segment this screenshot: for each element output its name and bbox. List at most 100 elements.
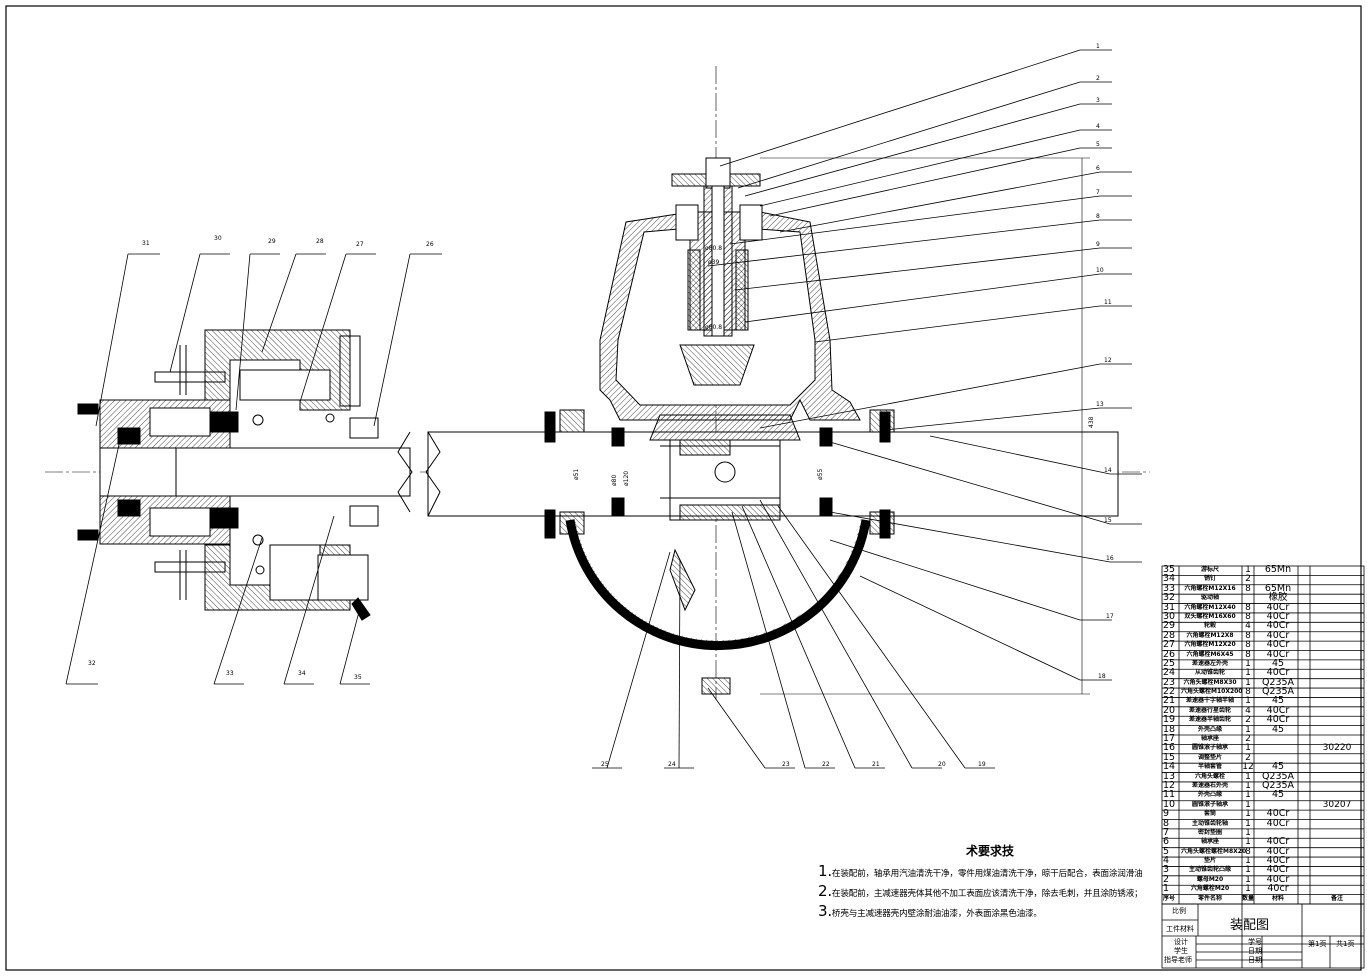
callout-24: 24 — [668, 761, 676, 768]
bom-cell: 材料 — [1271, 894, 1284, 902]
bom-cell: 主动锥齿轮轴 — [1191, 819, 1228, 827]
bom-cell: Q235A — [1261, 686, 1295, 698]
bom-cell: 1 — [1245, 809, 1251, 820]
callout-28: 28 — [316, 238, 324, 245]
bom-cell: Q235A — [1261, 676, 1295, 688]
callout-labels: 1 2 3 4 5 6 7 8 9 10 11 12 13 14 15 16 1… — [88, 43, 1114, 768]
bom-cell: 圆锥滚子轴承 — [1191, 800, 1228, 808]
bom-cell: 12 — [1242, 762, 1254, 773]
bom-cell: 34 — [1163, 573, 1176, 585]
bom-cell: 轴承座 — [1200, 838, 1219, 846]
dimension-label: ø80 — [611, 475, 618, 486]
bom-cell: 31 — [1163, 601, 1176, 613]
bom-cell: 40Cr — [1266, 864, 1290, 876]
dimension-label: ø55 — [817, 469, 824, 480]
callout-8: 8 — [1096, 213, 1100, 220]
bom-cell: 8 — [1245, 611, 1251, 622]
bom-cell: 外壳凸缘 — [1197, 725, 1222, 733]
callout-33: 33 — [226, 670, 234, 677]
bom-cell: 8 — [1245, 649, 1251, 660]
callout-32: 32 — [88, 660, 96, 667]
bom-cell: 外壳凸缘 — [1197, 791, 1222, 799]
callout-6: 6 — [1096, 165, 1100, 172]
callout-26: 26 — [426, 241, 434, 248]
bom-cell: 40Cr — [1266, 873, 1290, 885]
tech-line-2: 2.在装配前，主减速器壳体其他不加工表面应该清洗干净，除去毛刺，并且涂防锈液； — [818, 882, 1143, 900]
bom-cell: 29 — [1163, 620, 1176, 632]
bom-cell: 六角螺栓M12X8 — [1186, 631, 1234, 639]
bom-cell: 销钉 — [1203, 575, 1216, 583]
bom-cell: 圆锥滚子轴承 — [1191, 744, 1228, 752]
callout-34: 34 — [298, 670, 306, 677]
bom-cell: 驱动轴 — [1200, 594, 1219, 602]
bom-cell: 1 — [1245, 865, 1251, 876]
bom-cell: 40Cr — [1266, 610, 1290, 622]
bom-cell: 1 — [1245, 565, 1251, 575]
bom-cell: 30220 — [1322, 743, 1352, 754]
bom-cell: 22 — [1163, 686, 1176, 698]
bom-cell: 密封垫圈 — [1197, 828, 1222, 836]
bom-cell: 六角头螺栓M10X200 — [1181, 688, 1243, 696]
bom-cell: 45 — [1271, 789, 1285, 801]
drawing-title: 装配图 — [1230, 918, 1270, 933]
bom-cell: 27 — [1163, 639, 1176, 651]
bom-cell: 差速器左外壳 — [1191, 659, 1228, 667]
bom-cell: 2 — [1245, 734, 1251, 744]
design-label: 设计 — [1174, 938, 1188, 946]
bom-cell: 2 — [1245, 715, 1251, 726]
callout-21: 21 — [872, 761, 880, 768]
bom-cell: 轮毂 — [1203, 622, 1216, 630]
callout-15: 15 — [1104, 517, 1112, 524]
bom-cell: 8 — [1245, 846, 1251, 857]
bom-cell: 1 — [1245, 724, 1251, 735]
bom-cell: 4 — [1163, 855, 1170, 867]
bom-cell: 23 — [1163, 676, 1176, 688]
bom-cell: 差速器半轴齿轮 — [1188, 716, 1231, 724]
bom-grid — [1161, 565, 1365, 905]
bom-cell: 垫片 — [1203, 857, 1216, 865]
callout-7: 7 — [1096, 189, 1100, 196]
bom-cell: 17 — [1163, 733, 1176, 744]
bom-cell: 8 — [1245, 630, 1251, 641]
bom-cell: 1 — [1245, 771, 1251, 782]
leader-lines — [65, 49, 1142, 769]
sheet-total: 共1页 — [1336, 940, 1355, 948]
bom-cell: 六角螺栓M12X40 — [1184, 603, 1236, 611]
bom-cell: 25 — [1163, 657, 1176, 669]
dimension-label: ø120 — [623, 471, 630, 486]
callout-14: 14 — [1104, 467, 1112, 474]
bom-cell: 32 — [1163, 592, 1176, 604]
callout-18: 18 — [1098, 673, 1106, 680]
callout-19: 19 — [978, 761, 986, 768]
bom-cell: 65Mn — [1264, 564, 1292, 575]
callout-31: 31 — [142, 240, 150, 247]
dimension-label: ø80.8 — [705, 245, 722, 252]
bom-cell: 双头螺栓M16X60 — [1184, 612, 1236, 620]
bom-cell: 8 — [1163, 817, 1170, 829]
tech-line-3-text: 桥壳与主减速器壳内壁涂耐油油漆，外表面涂黑色油漆。 — [831, 909, 1042, 919]
bom-cell: 9 — [1163, 808, 1170, 820]
bom-cell: 1 — [1245, 677, 1251, 688]
bom-cell: 1 — [1245, 790, 1251, 801]
bom-cell: 40Cr — [1266, 629, 1290, 641]
callout-27: 27 — [356, 241, 364, 248]
bom-cell: 1 — [1245, 874, 1251, 885]
bom-cell: 26 — [1163, 648, 1176, 660]
sheet-number: 第1页 — [1308, 940, 1327, 948]
bom-cell: 六角头螺栓M8X30 — [1183, 678, 1237, 686]
bom-cell: 45 — [1271, 695, 1285, 707]
drawing-border — [5, 5, 1362, 971]
